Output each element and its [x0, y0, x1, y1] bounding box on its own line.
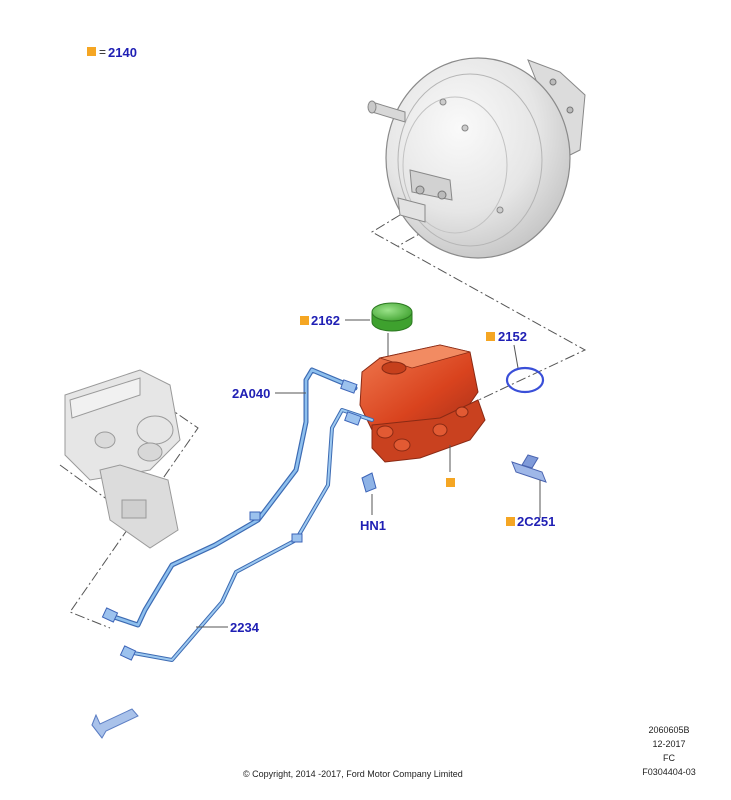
label-clip: HN1 [360, 518, 386, 533]
legend-marker [87, 47, 96, 56]
line-fittings [101, 379, 362, 661]
drawing-date: 12-2017 [652, 739, 686, 749]
label-cap: 2162 [311, 313, 340, 328]
drawing-code-2: FC [663, 753, 675, 763]
legend-part-label: 2140 [108, 45, 137, 60]
seal-ring [505, 344, 545, 394]
master-cylinder [359, 344, 486, 472]
drawing-code-1: 2060605B [648, 725, 690, 735]
cylinder-marker [446, 478, 455, 487]
sensor-marker [506, 517, 515, 526]
legend-equals: = [99, 45, 106, 59]
callout-lines [196, 319, 370, 628]
cap-marker [300, 316, 309, 325]
drawing-codes: 2060605B 12-2017 FC F0304404-03 [629, 723, 709, 779]
reservoir-cap [371, 302, 413, 362]
seal-marker [486, 332, 495, 341]
drawing-code-3: F0304404-03 [642, 767, 696, 777]
front-arrow-icon [91, 708, 139, 739]
pressure-sensor [511, 454, 547, 518]
label-line-front: 2A040 [232, 386, 270, 401]
label-line-rear: 2234 [230, 620, 260, 635]
label-seal: 2152 [498, 329, 527, 344]
abs-module [64, 369, 181, 549]
brake-booster [367, 57, 586, 259]
line-clip [361, 472, 377, 515]
label-sensor: 2C251 [517, 514, 555, 529]
copyright-text: © Copyright, 2014 -2017, Ford Motor Comp… [243, 769, 463, 779]
